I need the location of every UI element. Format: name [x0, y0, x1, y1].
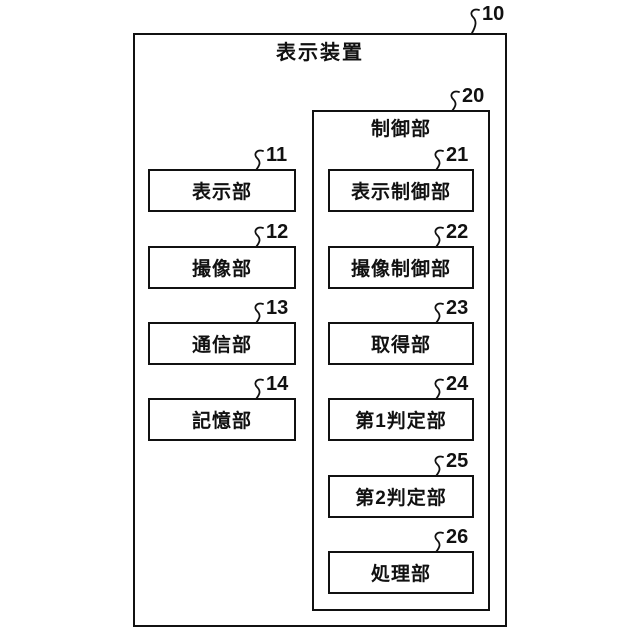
- block-storage-unit: 記憶部: [148, 398, 296, 441]
- ref-number: 11: [266, 144, 288, 166]
- block-label: 撮像部: [191, 259, 252, 280]
- ref-20: 20: [448, 86, 484, 112]
- ref-10: 10: [468, 4, 504, 34]
- ref-14: 14: [252, 374, 288, 400]
- block-acquisition-unit: 取得部: [328, 322, 474, 365]
- block-imaging-unit: 撮像部: [148, 246, 296, 289]
- ref-number: 21: [446, 144, 469, 166]
- block-processing-unit: 処理部: [328, 551, 474, 594]
- ref-number: 20: [462, 85, 485, 107]
- ref-number: 24: [446, 373, 469, 395]
- ref-number: 25: [446, 450, 469, 472]
- lead-line-icon: [434, 378, 444, 400]
- block-second-determination-unit: 第2判定部: [328, 475, 474, 518]
- lead-line-icon: [254, 378, 264, 400]
- block-imaging-control-unit: 撮像制御部: [328, 246, 474, 289]
- block-label: 第2判定部: [355, 488, 447, 509]
- lead-line-icon: [434, 149, 444, 171]
- ref-number: 10: [482, 3, 505, 25]
- block-label: 記憶部: [191, 411, 252, 432]
- ref-26: 26: [432, 527, 468, 553]
- ref-21: 21: [432, 145, 468, 171]
- lead-line-icon: [450, 90, 460, 112]
- lead-line-icon: [434, 455, 444, 477]
- block-communication-unit: 通信部: [148, 322, 296, 365]
- block-label: 第1判定部: [355, 411, 447, 432]
- ref-number: 26: [446, 526, 469, 548]
- ref-number: 12: [266, 221, 289, 243]
- ref-12: 12: [252, 222, 288, 248]
- ref-number: 13: [266, 297, 289, 319]
- block-display-control-unit: 表示制御部: [328, 169, 474, 212]
- lead-line-icon: [434, 531, 444, 553]
- ref-23: 23: [432, 298, 468, 324]
- block-label: 表示部: [191, 182, 252, 203]
- block-label: 通信部: [191, 335, 252, 356]
- ref-24: 24: [432, 374, 468, 400]
- block-label: 処理部: [370, 564, 431, 585]
- lead-line-icon: [434, 302, 444, 324]
- ref-13: 13: [252, 298, 288, 324]
- lead-line-icon: [254, 149, 264, 171]
- ref-11: 11: [252, 145, 287, 171]
- block-label: 取得部: [370, 335, 431, 356]
- lead-line-icon: [254, 302, 264, 324]
- lead-line-icon: [434, 226, 444, 248]
- ref-22: 22: [432, 222, 468, 248]
- block-display-unit: 表示部: [148, 169, 296, 212]
- lead-line-icon: [254, 226, 264, 248]
- ref-number: 22: [446, 221, 469, 243]
- block-label: 表示制御部: [350, 182, 451, 203]
- ref-25: 25: [432, 451, 468, 477]
- display-device-title: 表示装置: [276, 42, 364, 64]
- lead-line-icon: [470, 8, 480, 34]
- ref-number: 23: [446, 297, 469, 319]
- block-label: 撮像制御部: [350, 259, 451, 280]
- block-first-determination-unit: 第1判定部: [328, 398, 474, 441]
- control-unit-title: 制御部: [370, 119, 431, 140]
- ref-number: 14: [266, 373, 289, 395]
